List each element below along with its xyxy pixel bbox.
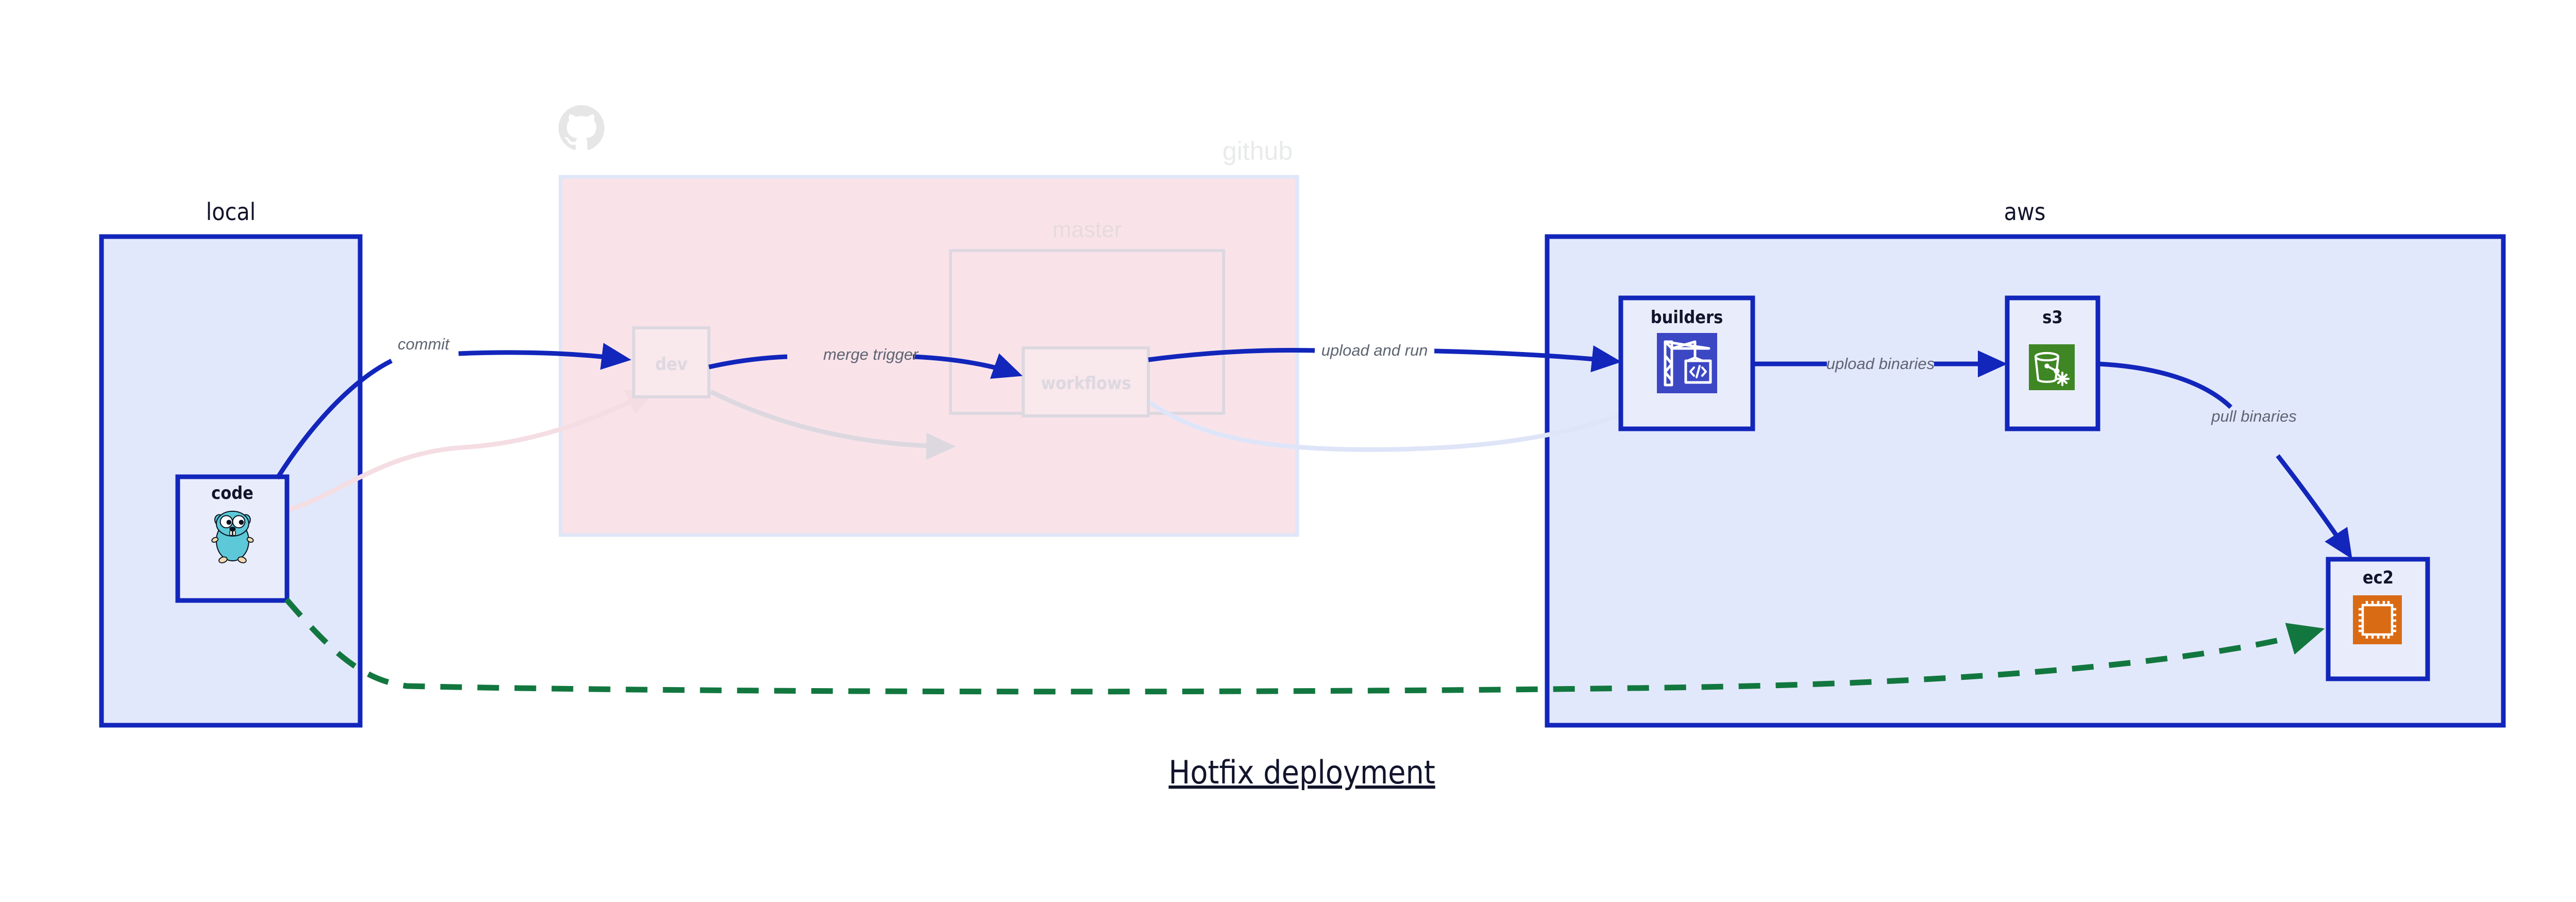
aws-codebuild-icon	[1657, 333, 1717, 393]
edge-upload-binaries[interactable]: upload binaries	[1753, 350, 2008, 378]
edge-merge-trigger-path-a	[708, 354, 788, 370]
node-dev-rect	[632, 326, 710, 398]
edge-label-merge-trigger: merge trigger	[823, 345, 919, 363]
edge-upload-and-run-path-a	[1148, 348, 1315, 362]
edge-commit-path-a	[275, 358, 393, 480]
node-label-workflows: workflows	[1041, 373, 1131, 394]
node-s3[interactable]: s3	[2005, 295, 2100, 431]
edge-commit[interactable]: commit	[275, 335, 632, 480]
group-label-github: github	[1223, 137, 1293, 165]
aws-s3-glacier-icon	[2029, 344, 2075, 390]
edge-label-commit: commit	[398, 335, 450, 353]
node-label-s3: s3	[2042, 307, 2063, 328]
diagram-title: Hotfix deployment	[1168, 754, 1435, 791]
subgroup-label-master: master	[1053, 217, 1122, 242]
edge-label-upload-and-run: upload and run	[1321, 341, 1428, 359]
group-label-aws: aws	[2004, 198, 2046, 226]
ghost-edges	[242, 389, 1664, 519]
node-code[interactable]: code	[175, 474, 290, 603]
edge-hotfix-direct-path	[284, 597, 2325, 695]
edge-commit-path-b	[458, 343, 632, 370]
edges: commit merge trigger upload and run uplo…	[275, 335, 2352, 695]
node-ec2-rect	[2326, 557, 2430, 681]
node-workflows-rect	[1022, 346, 1150, 417]
node-ec2[interactable]: ec2	[2326, 557, 2430, 681]
edge-pull-binaries-path-b	[2276, 454, 2352, 559]
ghost-edge-code-dev	[242, 389, 657, 519]
node-label-builders: builders	[1651, 307, 1723, 328]
go-gopher-icon	[211, 510, 254, 563]
node-builders[interactable]: builders	[1618, 295, 1755, 431]
node-workflows[interactable]: workflows	[1022, 346, 1150, 417]
edge-pull-binaries[interactable]: pull binaries	[2098, 361, 2352, 559]
node-label-dev: dev	[655, 354, 688, 375]
edge-upload-and-run-path-b	[1434, 345, 1622, 373]
node-label-ec2: ec2	[2363, 567, 2394, 588]
edge-pull-binaries-path-a	[2098, 361, 2233, 409]
ghost-edge-workflows-builders	[1147, 397, 1664, 452]
edge-label-upload-binaries: upload binaries	[1826, 355, 1935, 373]
edge-upload-and-run[interactable]: upload and run	[1148, 341, 1622, 373]
aws-ec2-icon	[2353, 595, 2402, 644]
edge-label-pull-binaries: pull binaries	[2211, 407, 2296, 425]
node-label-code: code	[211, 483, 253, 504]
group-local[interactable]: local	[99, 198, 363, 728]
github-octocat-icon	[558, 105, 605, 151]
group-label-local: local	[206, 198, 256, 226]
edge-merge-trigger[interactable]: merge trigger	[708, 345, 1023, 379]
edge-hotfix-direct[interactable]	[284, 597, 2325, 695]
edge-merge-trigger-path-b	[912, 353, 1023, 379]
node-dev[interactable]: dev	[632, 326, 710, 398]
node-code-rect	[175, 474, 290, 603]
ghost-edge-dev-workflows	[709, 389, 956, 460]
